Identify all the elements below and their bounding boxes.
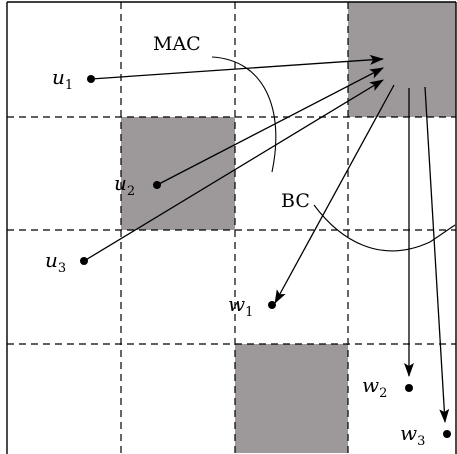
label-u2: u2 (114, 171, 135, 199)
node-u2 (153, 181, 161, 189)
bc-arrows (274, 84, 450, 423)
shaded-cell-top-right (348, 2, 456, 117)
grid-border (6, 1, 457, 454)
labels: MAC BC u1 u2 u3 w1 w2 w3 (45, 33, 425, 449)
bc-curve (313, 204, 456, 252)
label-w3: w3 (400, 421, 425, 449)
mac-curve (211, 56, 277, 173)
node-u1 (87, 75, 95, 83)
label-w2: w2 (362, 373, 387, 401)
node-dots (80, 75, 451, 438)
label-u1: u1 (52, 65, 73, 93)
arrow-w1 (274, 84, 395, 304)
node-w1 (268, 301, 276, 309)
node-w3 (443, 430, 451, 438)
node-u3 (80, 257, 88, 265)
mac-label: MAC (153, 33, 201, 55)
arrow-u3 (83, 79, 384, 262)
mac-arrows (83, 54, 384, 262)
arrow-w3 (424, 86, 450, 423)
region-curves (211, 56, 456, 252)
shaded-cells (121, 2, 456, 453)
label-w1: w1 (228, 292, 253, 320)
arrow-u1 (90, 54, 384, 80)
label-u3: u3 (45, 248, 66, 276)
shaded-cell-bottom-middle (235, 344, 348, 453)
node-w2 (405, 384, 413, 392)
arrow-u2 (156, 67, 384, 186)
bc-label: BC (281, 190, 310, 212)
